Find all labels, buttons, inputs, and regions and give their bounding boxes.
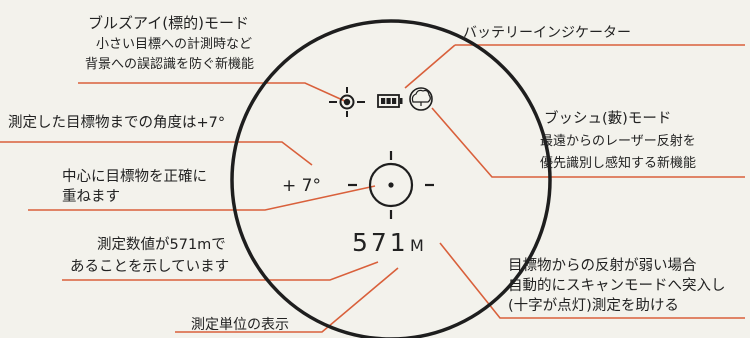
leader-unit (175, 267, 399, 333)
scan-mode-label-2: 自動的にスキャンモードへ突入し (508, 278, 726, 294)
scan-mode-label-3: (十字が点灯)測定を助ける (508, 298, 679, 314)
center-crosshair (348, 151, 434, 219)
leader-value (62, 261, 379, 281)
battery-indicator-label: バッテリーインジケーター (463, 25, 631, 41)
angle-readout: + 7° (282, 176, 321, 196)
center-label-1: 中心に目標物を正確に (62, 169, 207, 185)
bush-mode-desc-1: 最遠からのレーザー反射を (540, 134, 696, 149)
bullseye-mode-desc-1: 小さい目標への計測時など (96, 37, 253, 52)
angle-label: 測定した目標物までの角度は+7° (8, 115, 226, 131)
bush-mode-desc-2: 優先識別し感知する新機能 (540, 156, 697, 171)
battery-icon (377, 94, 403, 108)
scan-mode-label-1: 目標物からの反射が弱い場合 (508, 258, 697, 274)
bush-mode-title: ブッシュ(藪)モード (544, 111, 672, 127)
bullseye-mode-title: ブルズアイ(標的)モード (88, 14, 249, 32)
viewfinder-circle (230, 19, 552, 338)
leader-battery (404, 44, 456, 89)
leader-angle (0, 141, 313, 166)
bush-icon (409, 87, 433, 111)
leader-lines (0, 44, 745, 333)
center-label-2: 重ねます (62, 189, 120, 205)
value-label-2: あることを示しています (70, 259, 230, 275)
distance-readout: 571 (352, 228, 409, 257)
leader-scan (439, 242, 745, 319)
value-label-1: 測定数値が571mで (97, 237, 226, 253)
leader-bush (431, 107, 745, 178)
leader-center (28, 185, 376, 211)
bullseye-mode-desc-2: 背景への誤認識を防ぐ新機能 (85, 57, 255, 72)
bullseye-icon (329, 87, 365, 117)
leader-bullseye (78, 82, 348, 103)
unit-display-label: 測定単位の表示 (191, 317, 289, 333)
unit-readout: M (410, 236, 424, 255)
